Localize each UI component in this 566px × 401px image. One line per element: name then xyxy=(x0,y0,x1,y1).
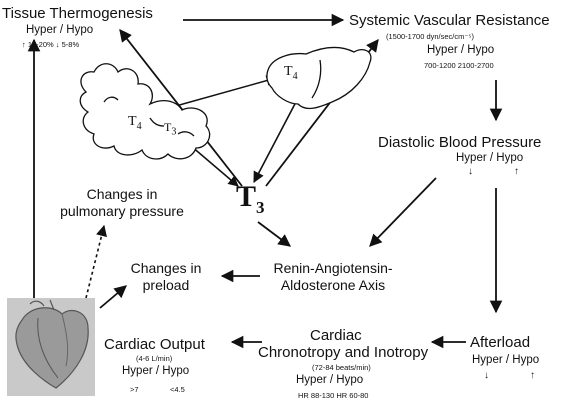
t3-hormone-label: T3 xyxy=(236,180,265,218)
cardiac-output-title: Cardiac Output xyxy=(104,336,205,353)
afterload-hyper-hypo: Hyper / Hypo xyxy=(472,354,539,366)
pulmonary-pressure-label: Changes in pulmonary pressure xyxy=(52,186,192,220)
chronotropy-range: (72-84 beats/min) xyxy=(312,363,371,372)
chronotropy-line1: Cardiac xyxy=(310,327,362,344)
liver-t4-subscript: 4 xyxy=(293,71,298,82)
raas-line2: Aldosterone Axis xyxy=(258,277,408,294)
thyroid-t3-subscript: 3 xyxy=(171,126,176,137)
arrow-t3-to-raas xyxy=(258,222,290,246)
afterload-hypo-arrow: ↑ xyxy=(530,370,535,381)
cardiac-output-hypo-value: <4.5 xyxy=(170,385,185,394)
cardiac-output-hyper-hypo: Hyper / Hypo xyxy=(122,365,189,377)
liver-t4-label: T4 xyxy=(284,64,298,82)
cardiac-output-hyper-value: >7 xyxy=(130,385,139,394)
diastolic-bp-hyper-hypo: Hyper / Hypo xyxy=(456,152,523,164)
diastolic-bp-hyper-arrow: ↓ xyxy=(468,166,473,177)
arrow-heart-to-pulmonary xyxy=(86,226,104,298)
diastolic-bp-title: Diastolic Blood Pressure xyxy=(378,134,541,151)
arrow-liver-to-t3 xyxy=(254,100,297,182)
heart-illustration xyxy=(7,298,95,396)
svr-title: Systemic Vascular Resistance xyxy=(349,12,550,29)
chronotropy-hyper-hypo: Hyper / Hypo xyxy=(296,374,363,386)
svr-range: (1500-1700 dyn/sec/cm⁻⁵) xyxy=(386,32,474,41)
tissue-thermogenesis-hyper-hypo: Hyper / Hypo xyxy=(26,24,93,36)
thyroid-t3-label: T3 xyxy=(164,120,176,137)
preload-label: Changes in preload xyxy=(112,260,220,294)
svr-values: 700-1200 2100-2700 xyxy=(424,61,494,70)
svr-hyper-hypo: Hyper / Hypo xyxy=(427,44,494,56)
afterload-title: Afterload xyxy=(470,334,530,351)
afterload-hyper-arrow: ↓ xyxy=(484,370,489,381)
t3-subscript: 3 xyxy=(256,198,265,217)
raas-label: Renin-Angiotensin- Aldosterone Axis xyxy=(258,260,408,294)
t3-base: T xyxy=(236,180,256,213)
tissue-thermogenesis-values: ↑ 15-20% ↓ 5-8% xyxy=(22,40,79,49)
thyroid-gland-illustration xyxy=(80,64,209,159)
cardiac-output-range: (4-6 L/min) xyxy=(136,354,172,363)
tissue-thermogenesis-title: Tissue Thermogenesis xyxy=(2,5,153,22)
liver-illustration xyxy=(267,48,371,109)
chronotropy-values: HR 88-130 HR 60-80 xyxy=(298,391,368,400)
arrow-dbp-to-raas xyxy=(370,178,436,246)
preload-line1: Changes in xyxy=(112,260,220,277)
thyroid-t4-label: T4 xyxy=(128,114,142,132)
pulmonary-pressure-line2: pulmonary pressure xyxy=(52,203,192,220)
liver-t4-base: T xyxy=(284,64,293,79)
thyroid-t4-base: T xyxy=(128,114,137,129)
chronotropy-line2: Chronotropy and Inotropy xyxy=(258,344,428,361)
diastolic-bp-hypo-arrow: ↑ xyxy=(514,166,519,177)
raas-line1: Renin-Angiotensin- xyxy=(258,260,408,277)
pulmonary-pressure-line1: Changes in xyxy=(52,186,192,203)
preload-line2: preload xyxy=(112,277,220,294)
thyroid-t4-subscript: 4 xyxy=(137,121,142,132)
